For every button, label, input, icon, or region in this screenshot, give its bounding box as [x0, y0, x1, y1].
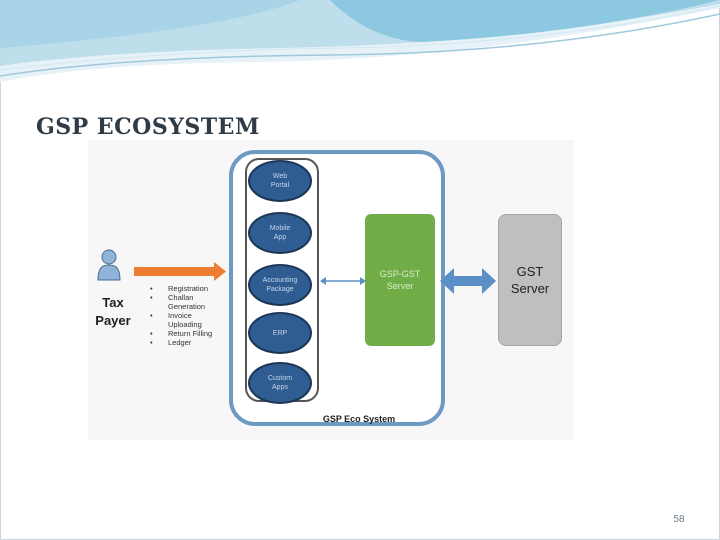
channel-erp: ERP	[248, 312, 312, 354]
channel-web-portal: Web Portal	[248, 160, 312, 202]
channel-accounting-package: Accounting Package	[248, 264, 312, 306]
ecosystem-label: GSP Eco System	[322, 414, 396, 424]
slide-title: GSP ECOSYSTEM	[36, 114, 260, 140]
gsp-gst-arrow	[440, 268, 496, 294]
service-item: Ledger	[148, 338, 228, 347]
taxpayer-services-list: Registration Challan Generation Invoice …	[148, 284, 228, 347]
gsp-gst-server: GSP-GST Server	[365, 214, 435, 346]
service-item: Challan Generation	[148, 293, 228, 311]
gsp-ecosystem-diagram: Web Portal Mobile App Accounting Package…	[88, 140, 574, 440]
channel-mobile-app: Mobile App	[248, 212, 312, 254]
taxpayer-arrow	[134, 262, 226, 281]
person-icon	[97, 249, 121, 281]
channel-custom-apps: Custom Apps	[248, 362, 312, 404]
service-item: Registration	[148, 284, 228, 293]
service-item: Invoice Uploading	[148, 311, 228, 329]
channel-gsp-arrow	[320, 277, 366, 285]
taxpayer-label: Tax Payer	[95, 295, 131, 328]
diagram-connectors	[97, 249, 496, 294]
page-number: 58	[673, 514, 685, 525]
gst-server: GST Server	[498, 214, 562, 346]
header-wave-decoration	[0, 0, 720, 82]
service-item: Return Filling	[148, 329, 228, 338]
